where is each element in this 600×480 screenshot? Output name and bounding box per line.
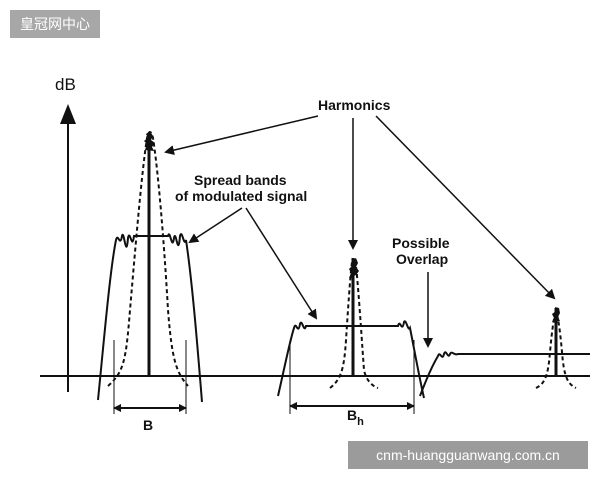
label-harmonics: Harmonics — [318, 97, 391, 113]
harmonic-envelope-third — [535, 309, 577, 389]
label-spread-line1: Spread bands — [194, 172, 287, 188]
harmonic-peak-third-tip — [552, 307, 560, 322]
bandwidth-label-main: B — [143, 417, 153, 433]
arrow-spread-to-main — [188, 207, 243, 244]
harmonic-peak-main-tip — [144, 131, 155, 151]
label-spread-line2: of modulated signal — [175, 188, 307, 204]
spread-band-third — [419, 351, 590, 397]
y-axis-arrowhead — [60, 104, 76, 124]
spread-band-main — [97, 233, 203, 403]
arrow-harmonics-to-third — [375, 115, 556, 300]
harmonic-peak-second-tip — [349, 258, 359, 278]
spread-band-harmonic — [277, 320, 425, 399]
arrow-harmonics-to-main — [164, 115, 319, 156]
y-axis-label: dB — [55, 75, 76, 94]
label-overlap: Overlap — [396, 251, 448, 267]
bandwidth-label-harmonic: Bh — [347, 407, 364, 428]
site-badge: 皇冠网中心 — [10, 10, 100, 38]
arrow-spread-to-harmonic — [245, 207, 318, 320]
watermark-caption: cnm-huangguanwang.com.cn — [348, 441, 588, 469]
label-possible: Possible — [392, 235, 450, 251]
